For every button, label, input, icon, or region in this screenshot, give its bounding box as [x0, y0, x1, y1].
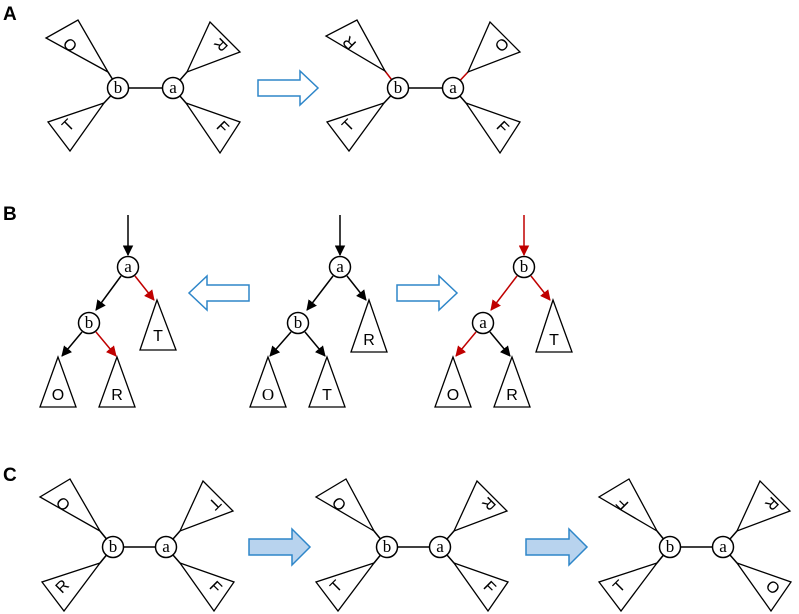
- subtree-label: O: [447, 387, 459, 404]
- node-label-b: b: [85, 313, 94, 332]
- transform-arrow-left: [187, 274, 250, 312]
- node-a: [161, 76, 185, 100]
- node-label-b: b: [294, 313, 303, 332]
- subtree-triangle: [178, 561, 236, 613]
- subtree-triangle: [139, 298, 177, 351]
- panel-a-left-tree: O T R F b a: [44, 19, 242, 155]
- subtree-label: T: [153, 328, 163, 345]
- subtree-triangle: [597, 561, 659, 613]
- node-b: [512, 255, 536, 279]
- node-label-a: a: [479, 313, 487, 332]
- subtree-triangle: [597, 478, 659, 533]
- subtree-triangle: [40, 561, 102, 613]
- node-a: [154, 535, 178, 559]
- node-b: [658, 535, 682, 559]
- node-label-b: b: [383, 537, 392, 556]
- node-a: [328, 255, 352, 279]
- subtree-triangle: [249, 355, 287, 408]
- subtree-triangle: [324, 19, 387, 73]
- subtree-triangle: [178, 479, 235, 533]
- subtree-label: R: [363, 332, 375, 349]
- subtree-triangle: [38, 478, 102, 533]
- panel-c-tree-1: O R T F b a: [38, 478, 236, 613]
- subtree-label: O: [52, 387, 64, 404]
- subtree-triangle: [735, 479, 792, 533]
- node-a: [428, 535, 452, 559]
- subtree-triangle: [44, 19, 110, 74]
- transform-arrow-filled: [525, 527, 589, 567]
- panel-b-left-tree: T O R a b: [39, 215, 177, 408]
- panel-a-right-tree: R T O F b a: [324, 19, 522, 155]
- node-a: [711, 535, 735, 559]
- node-b: [386, 76, 410, 100]
- node-a: [116, 255, 140, 279]
- subtree-triangle: [452, 561, 510, 613]
- transform-arrow-right: [396, 274, 459, 312]
- subtree-triangle: [46, 101, 106, 153]
- node-label-a: a: [169, 78, 177, 97]
- subtree-label: T: [549, 332, 559, 349]
- node-label-a: a: [124, 257, 132, 276]
- subtree-triangle: [434, 355, 472, 408]
- node-b: [77, 311, 101, 335]
- subtree-label: R: [506, 387, 518, 404]
- subtree-label: T: [322, 387, 332, 404]
- node-label-a: a: [436, 537, 444, 556]
- subtree-label: O: [262, 385, 274, 404]
- subtree-triangle: [493, 355, 531, 408]
- node-label-b: b: [114, 78, 123, 97]
- node-label-a: a: [719, 537, 727, 556]
- subtree-triangle: [184, 101, 241, 155]
- transform-arrow: [257, 69, 320, 107]
- node-b: [106, 76, 130, 100]
- panel-label-c: C: [3, 465, 17, 486]
- subtree-triangle: [735, 561, 793, 613]
- node-label-b: b: [666, 537, 675, 556]
- panel-label-b: B: [3, 204, 17, 225]
- subtree-triangle: [452, 479, 509, 533]
- panel-label-a: A: [3, 4, 17, 25]
- panel-b-middle-tree: R O T a b: [249, 215, 388, 408]
- subtree-triangle: [466, 20, 522, 74]
- node-label-b: b: [394, 78, 403, 97]
- subtree-triangle: [98, 355, 136, 408]
- subtree-triangle: [314, 561, 376, 613]
- node-label-a: a: [162, 537, 170, 556]
- node-a: [441, 76, 465, 100]
- transform-arrow-filled: [248, 527, 312, 567]
- node-label-b: b: [520, 257, 529, 276]
- subtree-triangle: [308, 355, 346, 408]
- panel-c-tree-3: F T R O b a: [597, 478, 793, 613]
- subtree-triangle: [185, 20, 242, 74]
- node-label-a: a: [449, 78, 457, 97]
- panel-b-right-tree: T O R b a: [434, 215, 573, 408]
- node-a: [471, 311, 495, 335]
- node-b: [286, 311, 310, 335]
- node-b: [375, 535, 399, 559]
- node-b: [101, 535, 125, 559]
- subtree-triangle: [350, 298, 388, 353]
- subtree-triangle: [39, 355, 77, 408]
- panel-c-tree-2: O T R F b a: [314, 478, 510, 613]
- node-label-b: b: [109, 537, 118, 556]
- node-label-a: a: [336, 257, 344, 276]
- subtree-triangle: [535, 298, 573, 353]
- subtree-label: R: [111, 387, 123, 404]
- subtree-triangle: [314, 478, 376, 533]
- subtree-triangle: [464, 101, 521, 155]
- subtree-triangle: [325, 101, 386, 153]
